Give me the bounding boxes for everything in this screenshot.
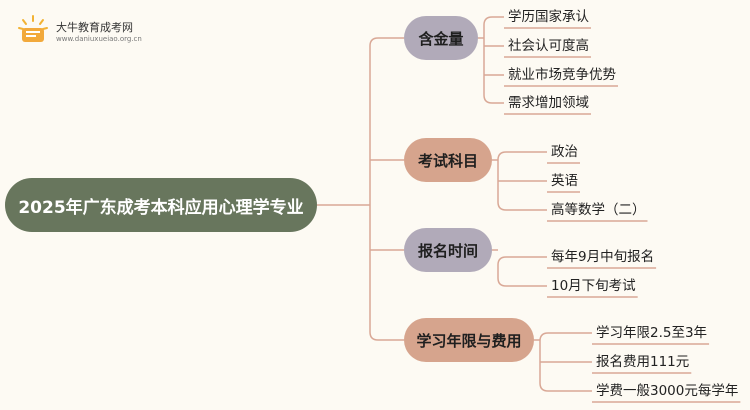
book-logo-icon <box>18 15 48 42</box>
leaf-item: 每年9月中旬报名 <box>551 249 655 265</box>
leaf-item: 需求增加领域 <box>508 95 589 111</box>
leaf-item: 政治 <box>551 144 578 160</box>
leaf-item: 10月下旬考试 <box>551 278 636 294</box>
watermark-logo: 大牛教育成考网 www.daniuxueiao.org.cn <box>16 14 166 52</box>
leaf-connector-line <box>497 256 547 266</box>
branch-value: 含金量 <box>404 16 478 60</box>
branch-connector-line <box>369 37 404 47</box>
branch-connector-line <box>369 331 404 341</box>
watermark-site-name: 大牛教育成考网 <box>56 21 133 34</box>
leaf-item: 就业市场竞争优势 <box>508 67 616 83</box>
leaf-connector-line <box>539 332 592 342</box>
leaf-item: 学费一般3000元每学年 <box>596 383 739 399</box>
leaf-connector-line <box>483 94 504 104</box>
leaf-item: 社会认可度高 <box>508 38 589 54</box>
leaf-item: 高等数学（二） <box>551 202 646 218</box>
leaf-connector-line <box>497 277 547 287</box>
leaf-connector-line <box>497 151 547 161</box>
leaf-item: 学习年限2.5至3年 <box>596 325 708 341</box>
leaf-connector-line <box>497 201 547 211</box>
leaf-connector-line <box>539 382 592 392</box>
root-topic: 2025年广东成考本科应用心理学专业 <box>5 178 317 232</box>
leaf-item: 报名费用111元 <box>596 354 690 370</box>
branch-exam-subjects: 考试科目 <box>404 138 492 182</box>
branch-registration-time: 报名时间 <box>404 228 492 272</box>
leaf-connector-line <box>483 16 504 26</box>
leaf-item: 学历国家承认 <box>508 9 589 25</box>
watermark-url: www.daniuxueiao.org.cn <box>56 35 142 43</box>
branch-duration-fees: 学习年限与费用 <box>404 318 534 362</box>
leaf-item: 英语 <box>551 173 578 189</box>
